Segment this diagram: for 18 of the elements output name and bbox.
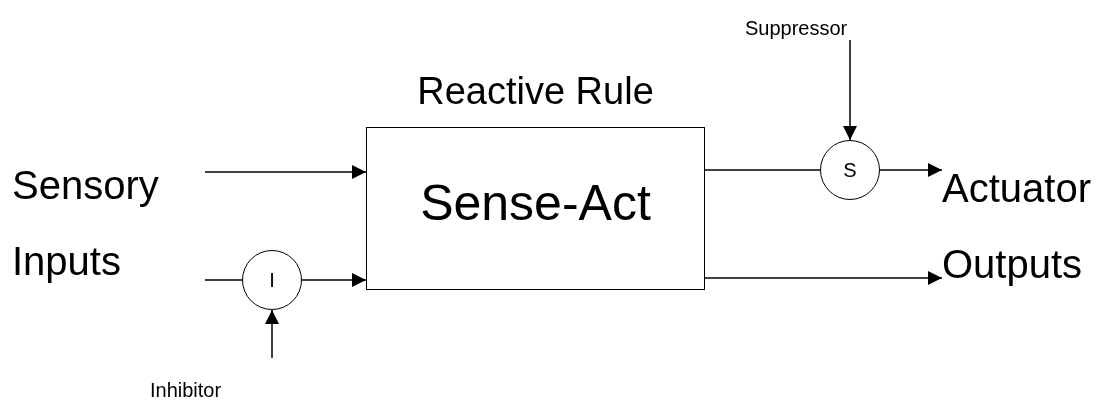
- arrow: [301, 273, 367, 287]
- arrow: [204, 165, 367, 179]
- signal-label: Actuator Outputs: [942, 150, 1112, 302]
- gate-circle: [242, 250, 302, 310]
- connector-line: [704, 169, 821, 171]
- signal-label: Sensory Inputs: [12, 147, 205, 299]
- connector-line: [204, 279, 243, 281]
- box-heading: Reactive Rule: [416, 70, 655, 113]
- box-title: Sense-Act: [419, 174, 652, 232]
- gate-letter: I: [269, 268, 275, 292]
- gate-label: Inhibitor: [150, 379, 222, 402]
- arrow: [879, 163, 943, 177]
- gate-label: Suppressor: [745, 17, 848, 40]
- gate-circle: [820, 140, 880, 200]
- arrow: [843, 39, 857, 141]
- gate-letter: S: [843, 158, 857, 182]
- arrow: [704, 271, 943, 285]
- arrow: [265, 309, 279, 359]
